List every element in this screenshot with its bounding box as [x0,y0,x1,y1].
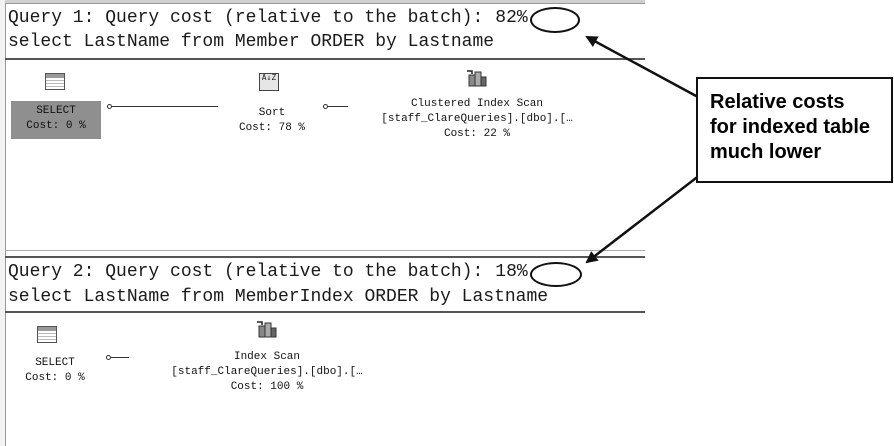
query1-scan-name: Clustered Index Scan [410,98,544,110]
callout-line-1: Relative costs [710,91,845,113]
query1-separator [5,58,645,60]
query2-header-prefix: Query 2: Query cost (relative to the bat… [8,262,484,282]
callout-box: Relative costs for indexed table much lo… [696,77,893,183]
query2-select-cost: Cost: 0 % [25,372,85,384]
callout-line-3: much lower [710,141,822,163]
query1-connector-1 [112,106,218,107]
query1-header: Query 1: Query cost (relative to the bat… [8,8,528,28]
query1-cost-highlight-circle [530,7,580,33]
callout-line-2: for indexed table [710,116,871,138]
pane-divider [5,250,645,251]
index-scan-icon [257,321,277,338]
query2-sql: select LastName from MemberIndex ORDER b… [8,287,549,307]
query2-top-border [5,256,645,258]
query2-cost-highlight-circle [530,262,582,287]
query1-select-operator[interactable]: SELECT Cost: 0 % [11,101,101,139]
query1-cost-percent: 82% [495,8,528,28]
select-table-icon [45,73,65,90]
callout-text: Relative costs for indexed table much lo… [710,90,870,165]
sort-icon: A↓Z [259,73,279,91]
query1-sort-operator[interactable]: Sort Cost: 78 % [234,106,310,136]
query2-scan-cost: Cost: 100 % [230,381,304,393]
query1-sql: select LastName from Member ORDER by Las… [8,32,495,52]
query2-cost-percent: 18% [495,262,528,282]
query1-sort-cost: Cost: 78 % [238,122,305,134]
query2-header: Query 2: Query cost (relative to the bat… [8,262,528,282]
query1-clustered-index-scan-operator[interactable]: Clustered Index Scan [staff_ClareQueries… [350,97,604,142]
query1-sort-name: Sort [258,107,286,119]
query2-scan-name: Index Scan [233,351,300,363]
query2-scan-object: [staff_ClareQueries].[dbo].[… [171,366,363,378]
query1-scan-object: [staff_ClareQueries].[dbo].[… [381,113,573,125]
query2-separator [5,311,645,313]
query1-select-name: SELECT [36,105,76,117]
top-pane-edge [5,0,645,4]
query2-select-name: SELECT [35,357,75,369]
connector-dot [107,104,112,109]
left-scrollbar[interactable] [0,0,6,446]
query2-connector-1 [111,357,129,358]
connector-dot [106,355,111,360]
clustered-index-scan-icon [467,70,487,87]
query1-scan-cost: Cost: 22 % [443,128,510,140]
query1-select-cost: Cost: 0 % [26,120,86,132]
query2-select-operator[interactable]: SELECT Cost: 0 % [11,356,99,386]
query2-index-scan-operator[interactable]: Index Scan [staff_ClareQueries].[dbo].[…… [130,350,404,395]
query1-connector-2 [328,106,348,107]
select-table-icon [37,326,57,343]
query1-header-prefix: Query 1: Query cost (relative to the bat… [8,8,484,28]
connector-dot [323,104,328,109]
